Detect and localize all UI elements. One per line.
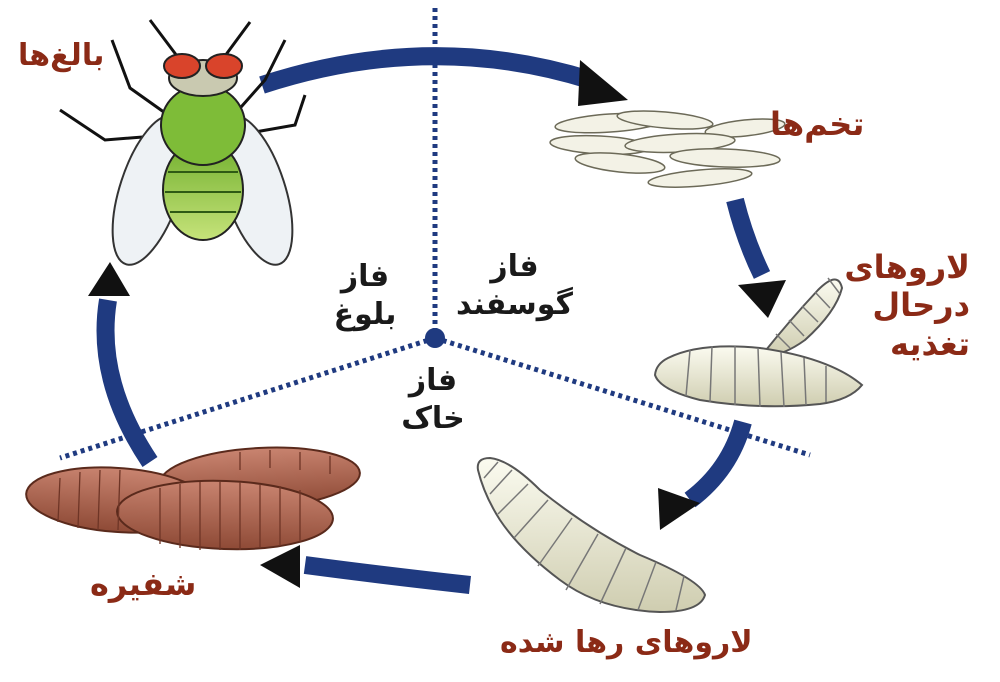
phase-soil-line1: فاز [408, 363, 458, 398]
larva-icon [476, 456, 707, 614]
arrow-eggs-to-feeding-larvae [726, 197, 771, 279]
arrow-released-to-pupae [303, 556, 471, 594]
phase-sheep-line1: فاز [490, 249, 539, 284]
stage-label-adults: بالغ‌ها [18, 38, 105, 73]
arrowhead-released [658, 488, 700, 530]
stage-label-feeding-line3: تغذیه [890, 324, 970, 363]
fly-icon [59, 19, 307, 266]
phase-divider-lines [59, 8, 811, 461]
eggs-icon [549, 110, 786, 188]
phase-maturation-line1: فاز [340, 259, 390, 294]
arrow-adults-to-eggs [259, 47, 593, 94]
divider-left [59, 335, 436, 461]
arrowhead-feeding [738, 280, 786, 318]
arrowhead-eggs [578, 60, 628, 106]
stage-label-pupae: شفیره [90, 565, 197, 603]
larva-icon [760, 277, 844, 357]
phase-maturation-line2: بلوغ [333, 296, 397, 332]
stage-label-feeding-line2: درحال [872, 286, 970, 325]
stage-label-feeding-larvae: لاروهای درحال تغذیه [844, 248, 970, 363]
stage-label-released-larvae: لاروهای رها شده [500, 625, 753, 660]
phase-soil-line2: خاک [401, 400, 465, 436]
arrow-pupae-to-adults [96, 298, 158, 468]
stage-label-eggs: تخم‌ها [770, 105, 865, 143]
phase-label-sheep: فاز گوسفند [452, 248, 577, 323]
phase-label-soil: فاز خاک [388, 362, 478, 437]
cycle-arrows [96, 47, 771, 594]
arrowhead-pupae [260, 545, 300, 588]
arrow-feeding-to-released [684, 419, 752, 508]
divider-right [434, 335, 811, 458]
arrowhead-adults [88, 262, 130, 296]
arrow-heads [88, 60, 786, 588]
phase-center-dot [425, 328, 445, 348]
stage-label-feeding-line1: لاروهای [844, 248, 970, 286]
pupa-icon [25, 446, 361, 551]
larva-icon [653, 345, 864, 408]
phase-label-maturation: فاز بلوغ [320, 258, 410, 333]
phase-sheep-line2: گوسفند [456, 286, 573, 322]
